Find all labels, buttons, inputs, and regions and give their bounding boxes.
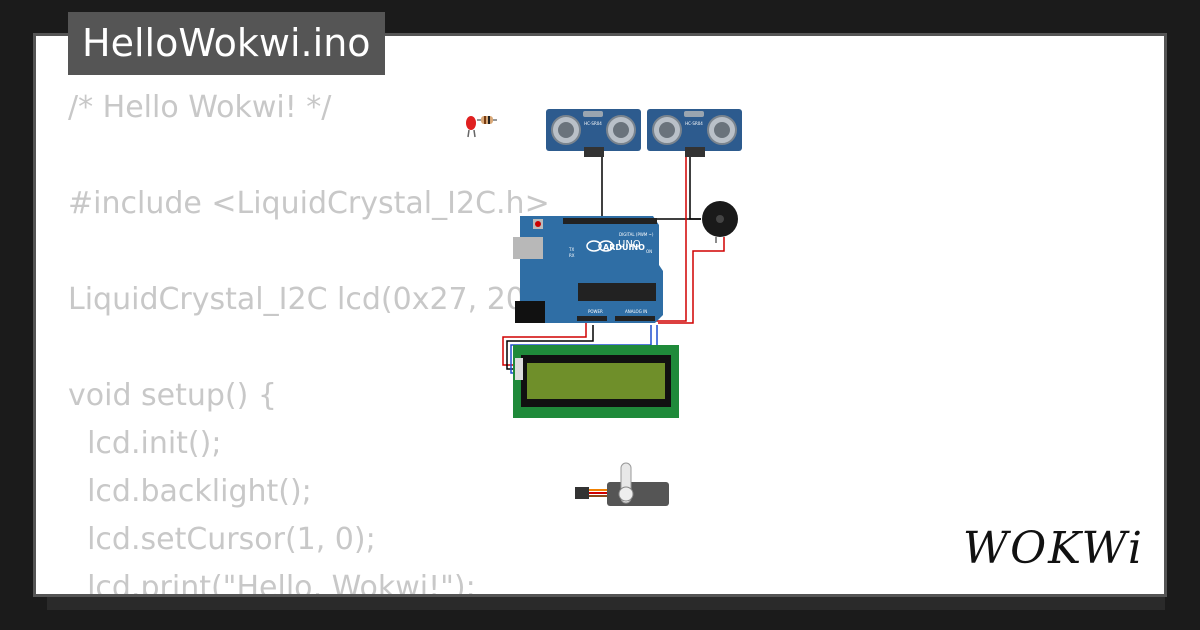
circuit-diagram: HC-SR04 HC-SR04 [466, 109, 742, 506]
code-line: void setup() { [68, 378, 277, 413]
arduino-uno-board[interactable]: ARDUINO UNO DIGITAL (PWM ~) ANALOG IN PO… [513, 216, 663, 323]
code-line: #include <LiquidCrystal_I2C.h> [68, 186, 550, 221]
code-editor: /* Hello Wokwi! */ #include <LiquidCrysta… [68, 84, 585, 597]
resistor-component[interactable] [477, 116, 497, 124]
ultrasonic-sensor-1[interactable]: HC-SR04 [546, 109, 641, 157]
board-on-label: ON [646, 249, 652, 254]
board-analog-label: ANALOG IN [625, 309, 647, 314]
board-power-label: POWER [588, 309, 603, 314]
board-tx-label: TX [568, 247, 574, 252]
board-model: UNO [618, 239, 641, 250]
lcd-display[interactable] [513, 345, 679, 418]
code-line: lcd.backlight(); [68, 474, 312, 509]
code-line: /* Hello Wokwi! */ [68, 90, 332, 125]
servo-motor[interactable] [575, 462, 669, 506]
buzzer-component[interactable] [702, 201, 738, 243]
board-digital-label: DIGITAL (PWM ~) [619, 232, 654, 237]
sensor-1-label: HC-SR04 [584, 121, 602, 126]
led-component[interactable] [466, 116, 476, 138]
preview-card: /* Hello Wokwi! */ #include <LiquidCrysta… [33, 33, 1167, 597]
file-title: HelloWokwi.ino [68, 12, 385, 75]
code-line: lcd.print("Hello, Wokwi!"); [68, 570, 476, 597]
code-line: lcd.init(); [68, 426, 222, 461]
code-line: lcd.setCursor(1, 0); [68, 522, 376, 557]
board-brand: ARDUINO [603, 243, 645, 252]
wokwi-logo: WOKWi [962, 523, 1144, 574]
sensor-2-label: HC-SR04 [685, 121, 703, 126]
board-rx-label: RX [569, 253, 575, 258]
ultrasonic-sensor-2[interactable]: HC-SR04 [647, 109, 742, 157]
